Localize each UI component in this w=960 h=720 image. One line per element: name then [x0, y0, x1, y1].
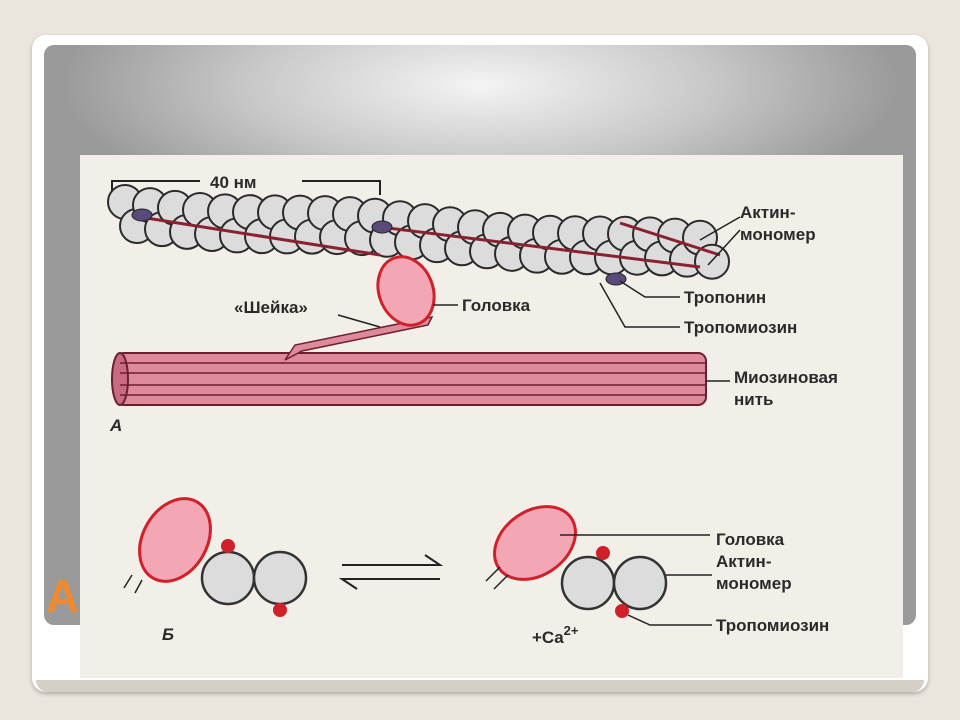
panel-b-label: Б	[162, 625, 174, 644]
actin-filament	[107, 184, 730, 280]
calcium-text: +Ca	[532, 628, 564, 647]
tropomyosin-dot	[615, 604, 629, 618]
label-b-tropomyosin: Тропомиозин	[716, 616, 829, 635]
label-b-actin-2: мономер	[716, 574, 792, 593]
label-troponin: Тропонин	[684, 288, 766, 307]
slide-title: А	[46, 570, 80, 622]
label-neck: «Шейка»	[234, 298, 308, 317]
scale-bar	[111, 180, 381, 195]
label-myosin-2: нить	[734, 390, 774, 409]
scale-label: 40 нм	[210, 173, 256, 192]
myosin-neck	[284, 315, 434, 361]
tropomyosin-dot	[273, 603, 287, 617]
panel-a-label: А	[109, 416, 122, 435]
slide-card-shadow	[36, 680, 924, 692]
actin-myosin-diagram: 40 нм Актин- мономер Головка Тропонин Тр…	[80, 155, 903, 678]
label-b-actin-1: Актин-	[716, 552, 772, 571]
myosin-head-detached	[138, 497, 212, 583]
label-tropomyosin: Тропомиозин	[684, 318, 797, 337]
label-calcium: +Ca2+	[532, 623, 579, 647]
label-actin-monomer-2: мономер	[740, 225, 816, 244]
tropomyosin-dot	[596, 546, 610, 560]
myosin-head	[376, 255, 436, 327]
leader-lines	[337, 216, 741, 382]
tropomyosin-dot	[221, 539, 235, 553]
label-myosin-1: Миозиновая	[734, 368, 838, 387]
label-actin-monomer-1: Актин-	[740, 203, 796, 222]
tropomyosin-strand	[139, 215, 721, 269]
label-b-head: Головка	[716, 530, 785, 549]
myosin-filament	[111, 352, 707, 406]
calcium-charge: 2+	[564, 623, 579, 638]
actin-monomer-pair-left	[200, 550, 308, 606]
label-head: Головка	[462, 296, 531, 315]
actin-monomer-pair-right	[560, 555, 668, 611]
equilibrium-arrows-icon	[338, 554, 444, 590]
